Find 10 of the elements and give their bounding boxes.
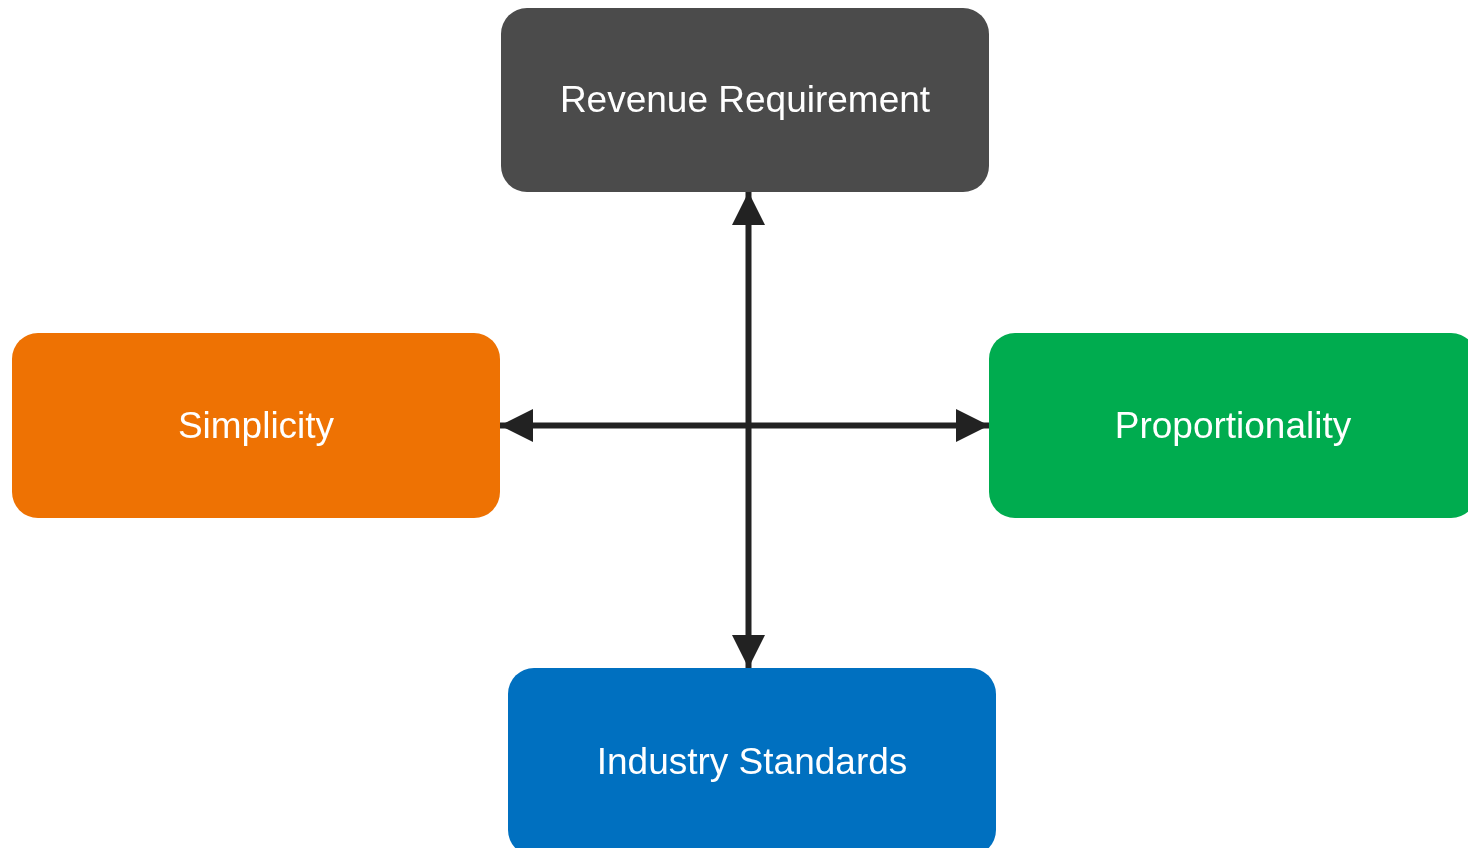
double-arrow (500, 409, 989, 442)
box-label: Industry Standards (596, 741, 908, 783)
process-box (989, 333, 1468, 518)
box-label: Revenue Requirement (559, 79, 931, 121)
box-label: Simplicity (177, 404, 335, 447)
double-arrow (732, 192, 765, 668)
box-label: Proportionality (1114, 404, 1352, 447)
process-box (12, 333, 500, 518)
process-box (501, 8, 989, 192)
process-box (508, 668, 996, 848)
